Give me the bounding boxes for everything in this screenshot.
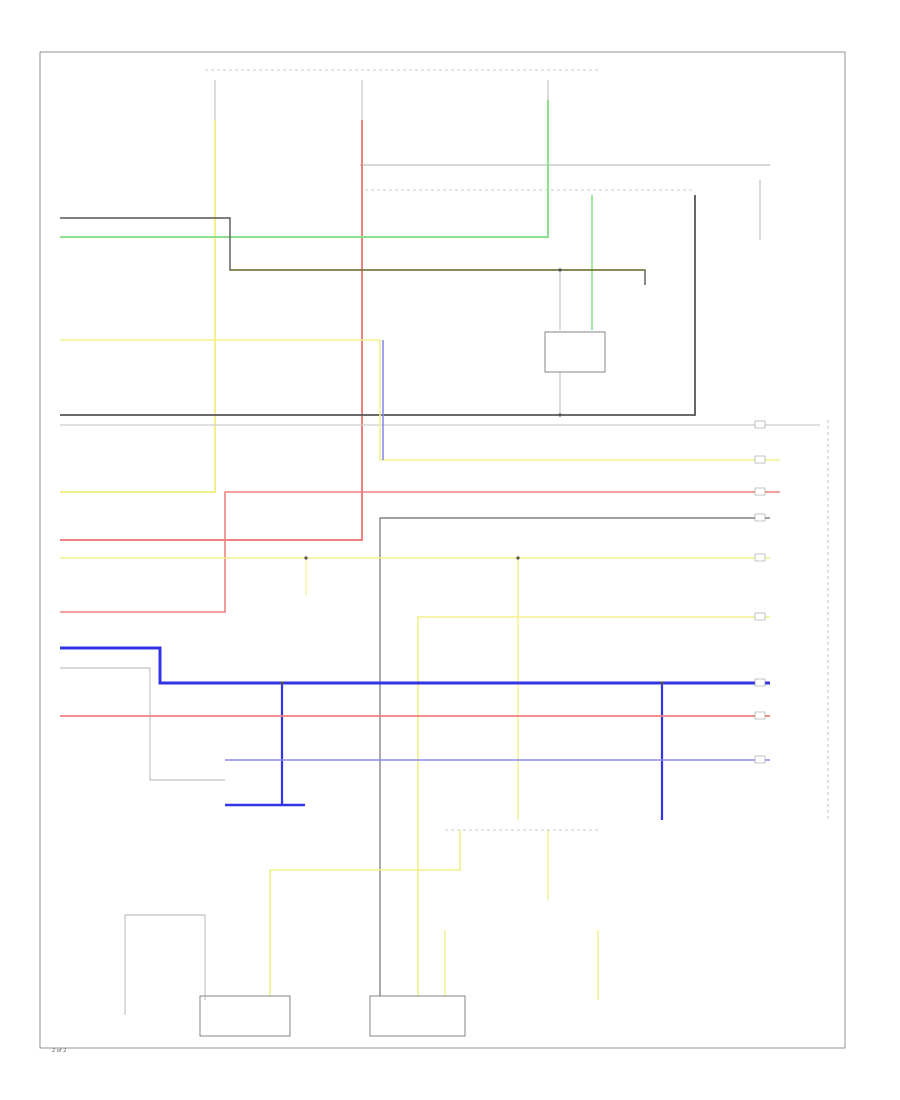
wire-yellow-lower-run <box>417 616 770 1000</box>
sensor-box-center <box>369 995 466 1037</box>
page-number: 2 of 2 <box>52 1048 66 1054</box>
wire-dark-upper <box>60 217 646 285</box>
wire-red-lower-run <box>60 491 780 613</box>
right-connector-terminals <box>754 420 766 764</box>
splice-points <box>280 268 664 685</box>
wire-yellow-upper-run <box>60 339 780 461</box>
sensor-box-left <box>199 995 291 1037</box>
wire-left-thin-loop <box>60 667 225 781</box>
wire-ground-left <box>125 914 206 1000</box>
wire-dark-main-bus <box>60 195 696 416</box>
control-module-box <box>544 331 606 373</box>
wire-green-top <box>60 100 549 238</box>
wire-yellow-left-vertical <box>60 120 216 493</box>
wire-dark-vertical-center <box>379 517 770 1000</box>
wire-yellow-bottom-left <box>269 830 461 1000</box>
wire-blue-main-run <box>60 646 770 685</box>
diagram-frame <box>39 51 846 1049</box>
wire-red-center-vertical <box>60 120 363 541</box>
